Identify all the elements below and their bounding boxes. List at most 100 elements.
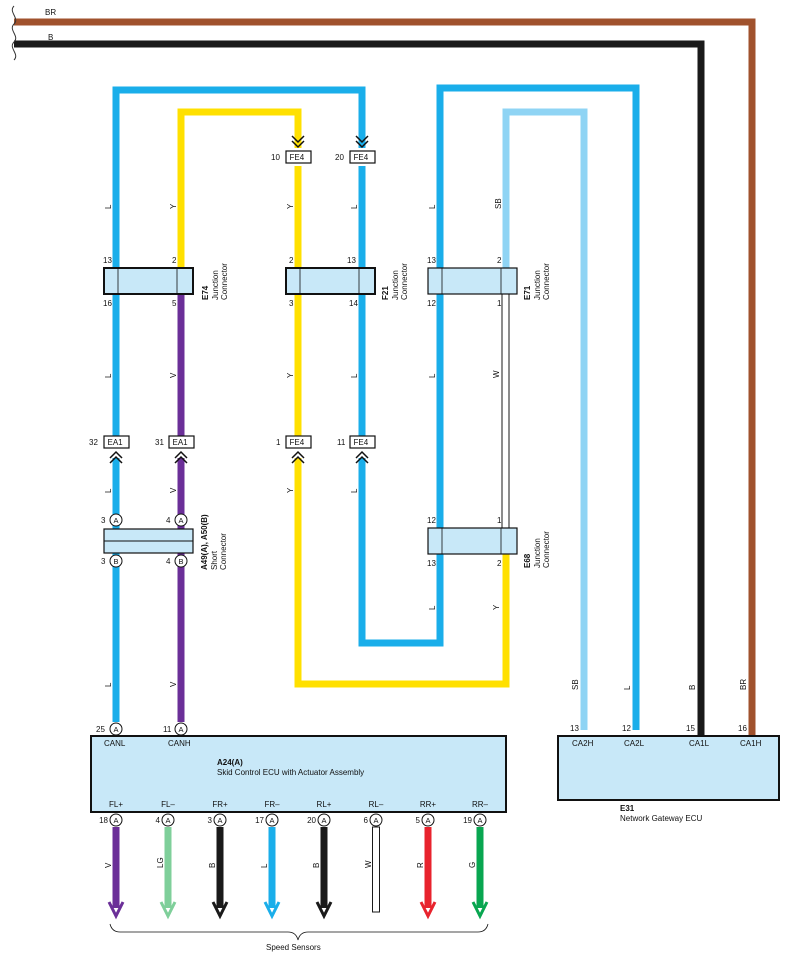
sensor-pin-num: 3	[208, 816, 213, 825]
sensor-pin-circle	[473, 813, 487, 827]
fe4-1-name: FE4	[290, 438, 305, 447]
br-wire-label: BR	[45, 8, 56, 17]
skid-top-pin-label: CANL	[104, 739, 126, 748]
wire-label: L	[350, 373, 359, 378]
e68-box	[427, 527, 518, 555]
gateway-pin-num: 16	[738, 724, 747, 733]
wire-label: L	[350, 488, 359, 493]
wire-label: L	[104, 488, 113, 493]
a49-line1: Short	[210, 550, 219, 570]
y-wire-e74-fe4	[177, 108, 302, 268]
top-wires: BR B	[11, 5, 756, 736]
sensor-pin-circle	[421, 813, 435, 827]
gateway-pin-num: 15	[686, 724, 695, 733]
gateway-pin-num: 13	[570, 724, 579, 733]
sensor-pin-circle	[109, 813, 123, 827]
a50-conn-letter: B	[179, 557, 184, 566]
sensor-pin-conn: A	[374, 816, 379, 825]
a49-conn-letter: A	[114, 516, 119, 525]
sensor-pin-num: 18	[99, 816, 108, 825]
e68-pin: 13	[427, 559, 436, 568]
wire-label: W	[492, 370, 501, 378]
e68-line1: Junction	[533, 538, 542, 568]
fe4-10-pin: 10	[271, 153, 280, 162]
wire-label: L	[104, 682, 113, 687]
fe4-arrow	[291, 135, 305, 149]
a49-conn-letter: A	[179, 516, 184, 525]
a49-conn-circle	[109, 513, 123, 527]
l-wire-e71-gateway	[436, 84, 640, 730]
wire-label: Y	[492, 604, 501, 610]
f21-pin: 3	[289, 299, 294, 308]
ea1-32-pin: 32	[89, 438, 98, 447]
sensor-pin-num: 19	[463, 816, 472, 825]
sensor-pin-label: RL–	[369, 800, 384, 809]
e71-junction-connector: 13 2 12 1 E71 Junction Connector	[427, 256, 551, 308]
skid-top-pin-num: 11	[163, 725, 172, 734]
e71-pin: 12	[427, 299, 436, 308]
sensor-wire-arrow	[107, 901, 125, 920]
f21-junction-connector: 2 13 3 14 F21 Junction Connector	[285, 256, 409, 308]
wire-label: L	[104, 373, 113, 378]
wire-label: BR	[739, 679, 748, 690]
a49-short-connector: A A B B 3 4 3 4 A49(A), A50(B) Short Con…	[101, 513, 228, 570]
fe4-20-box	[349, 150, 376, 164]
speed-sensors-label: Speed Sensors	[266, 943, 321, 952]
gateway-ecu-box	[557, 735, 780, 801]
sensor-pin-conn: A	[270, 816, 275, 825]
wire-label: Y	[286, 487, 295, 493]
b-wire-label: B	[48, 33, 53, 42]
sensor-pin-label: RR+	[420, 800, 437, 809]
e68-pin: 1	[497, 516, 502, 525]
e71-id: E71	[523, 285, 532, 300]
e74-id: E74	[201, 285, 210, 300]
sensor-pin-circle	[369, 813, 383, 827]
wire-color-labels: L Y Y L L SB L V Y L L W L V Y L L Y L V…	[104, 198, 748, 690]
sensor-wire-label: G	[468, 862, 477, 868]
a50-conn-circle	[109, 554, 123, 568]
sensor-wire-label: V	[104, 862, 113, 868]
e74-pin: 2	[172, 256, 177, 265]
wire-label: L	[350, 204, 359, 209]
sensor-pin-label: FR+	[212, 800, 228, 809]
l-wire-e74-fe4	[112, 86, 366, 268]
e71-pin: 2	[497, 256, 502, 265]
speed-sensors-brace	[109, 923, 489, 941]
e71-pin: 13	[427, 256, 436, 265]
inline-connectors: FE4 10 FE4 20 FE4 1 FE4 11 EA1 32 EA1 31	[89, 135, 376, 464]
wire-label: SB	[571, 679, 580, 690]
gateway-pin-label: CA1H	[740, 739, 762, 748]
fe4-arrow	[355, 135, 369, 149]
wire-label: Y	[286, 203, 295, 209]
fe4-20-pin: 20	[335, 153, 344, 162]
a50-conn-circle	[174, 554, 188, 568]
sensor-wire-arrow	[315, 901, 333, 920]
f21-pin: 14	[349, 299, 358, 308]
f21-line1: Junction	[391, 270, 400, 300]
sensor-wire-arrow	[471, 901, 489, 920]
e71-pin: 1	[497, 299, 502, 308]
w-wire-e71-e68	[501, 293, 510, 531]
br-wire	[14, 18, 756, 736]
ea1-arrow	[174, 450, 188, 464]
sensor-wire-arrow	[211, 901, 229, 920]
sensor-pin-label: FL–	[161, 800, 175, 809]
a50-pin: 3	[101, 557, 106, 566]
a49-pin: 3	[101, 516, 106, 525]
e74-junction-connector: 13 2 16 5 E74 Junction Connector	[103, 256, 229, 308]
sensor-pin-conn: A	[218, 816, 223, 825]
sensor-pin-conn: A	[478, 816, 483, 825]
gateway-pin-num: 12	[622, 724, 631, 733]
skid-top-pin-conn: A	[114, 725, 119, 734]
e68-junction-connector: 12 1 13 2 E68 Junction Connector	[427, 516, 551, 568]
sensor-wire-arrow	[263, 901, 281, 920]
e71-box	[427, 267, 518, 295]
skid-ecu-id: A24(A)	[217, 758, 243, 767]
sensor-pin-conn: A	[426, 816, 431, 825]
sensor-pin-num: 17	[255, 816, 264, 825]
e68-pin: 12	[427, 516, 436, 525]
e74-line1: Junction	[211, 270, 220, 300]
ea1-32-name: EA1	[108, 438, 124, 447]
sensor-wire-label: B	[312, 863, 321, 868]
